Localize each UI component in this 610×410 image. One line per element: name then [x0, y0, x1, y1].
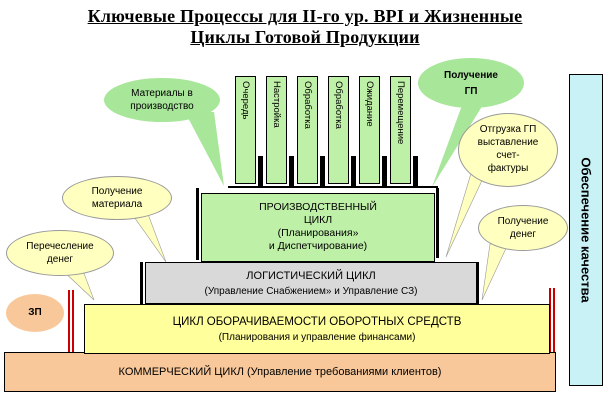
- turnover-cycle-box: ЦИКЛ ОБОРАЧИВАЕМОСТИ ОБОРОТНЫХ СРЕДСТВ (…: [84, 304, 550, 354]
- shipment-line-3: счет-: [496, 150, 520, 161]
- connector-post: [549, 288, 551, 352]
- get-money-callout-tail: [481, 243, 509, 301]
- transfer-money-callout: Перечесление денег: [6, 230, 114, 276]
- connector-post: [553, 288, 555, 352]
- activity-label: Перемещение: [395, 81, 406, 145]
- activity-label: Ожидание: [364, 81, 375, 127]
- title-line-1: Ключевые Процессы для II-го ур. BPI и Жи…: [87, 6, 523, 26]
- activity-label: Очередь: [240, 81, 251, 120]
- transfer-line-1: Перечесление: [26, 241, 94, 252]
- page-title: Ключевые Процессы для II-го ур. BPI и Жи…: [0, 6, 610, 48]
- activity-separator: [258, 156, 263, 186]
- get-fp-line-2: ГП: [464, 86, 478, 97]
- get-fp-line-1: Получение: [444, 70, 498, 81]
- title-line-2: Циклы Готовой Продукции: [190, 27, 420, 47]
- activity-setup-bar: Настройка: [266, 76, 287, 184]
- get-material-callout: Получение материала: [62, 176, 172, 220]
- commercial-cycle-box: КОММЕРЧЕСКИЙ ЦИКЛ (Управление требования…: [4, 352, 556, 392]
- shipment-line-4: фактуры: [487, 163, 529, 174]
- activity-separator: [382, 156, 387, 186]
- materials-callout-tail: [185, 112, 224, 186]
- shipment-callout-tail: [445, 169, 487, 258]
- get-material-callout-tail: [131, 213, 167, 263]
- activity-processing-bar-2: Обработка: [328, 76, 349, 184]
- production-line-2: ЦИКЛ: [303, 214, 333, 226]
- activity-moving-bar: Перемещение: [390, 76, 411, 184]
- get-fp-callout: Получение ГП: [418, 58, 524, 108]
- get-money-line-2: денег: [509, 229, 537, 240]
- activity-baseline: [228, 186, 438, 188]
- production-line-4: и Диспетчирование): [268, 240, 368, 252]
- activity-label: Настройка: [271, 81, 282, 128]
- activity-separator: [413, 156, 418, 186]
- connector-post: [140, 262, 143, 304]
- connector-post: [196, 188, 199, 260]
- production-cycle-box: ПРОИЗВОДСТВЕННЫЙ ЦИКЛ (Планирования» и Д…: [201, 193, 435, 262]
- activity-separator: [289, 156, 294, 186]
- shipment-callout: Отгрузка ГП выставление счет- фактуры: [458, 113, 558, 187]
- get-material-line-2: материала: [91, 199, 143, 210]
- commercial-label: КОММЕРЧЕСКИЙ ЦИКЛ (Управление требования…: [118, 366, 442, 378]
- turnover-title: ЦИКЛ ОБОРАЧИВАЕМОСТИ ОБОРОТНЫХ СРЕДСТВ: [172, 316, 462, 328]
- shipment-line-1: Отгрузка ГП: [479, 124, 537, 135]
- activity-processing-bar: Обработка: [297, 76, 318, 184]
- production-line-3: (Планирования»: [277, 227, 359, 239]
- activity-label: Обработка: [302, 81, 313, 129]
- materials-line-1: Материалы в: [131, 88, 193, 99]
- logistics-cycle-box: ЛОГИСТИЧЕСКИЙ ЦИКЛ (Управление Снабжение…: [145, 262, 477, 304]
- connector-post: [436, 188, 439, 258]
- activity-separator: [320, 156, 325, 186]
- salary-callout: ЗП: [6, 294, 64, 332]
- logistics-title: ЛОГИСТИЧЕСКИЙ ЦИКЛ: [246, 270, 376, 282]
- quality-assurance-bar: Обеспечение качества: [569, 74, 603, 386]
- materials-callout: Материалы в производство: [104, 78, 220, 122]
- quality-label: Обеспечение качества: [578, 157, 594, 303]
- activity-label: Обработка: [333, 81, 344, 129]
- materials-line-2: производство: [130, 101, 194, 112]
- production-line-1: ПРОИЗВОДСТВЕННЫЙ: [259, 201, 377, 213]
- activity-waiting-bar: Ожидание: [359, 76, 380, 184]
- get-money-line-1: Получение: [497, 216, 549, 227]
- shipment-line-2: выставление: [477, 137, 539, 148]
- connector-post: [68, 290, 70, 352]
- transfer-line-2: денег: [46, 254, 74, 265]
- connector-post: [477, 262, 479, 304]
- activity-separator: [351, 156, 356, 186]
- connector-post: [72, 290, 74, 352]
- logistics-subtitle: (Управление Снабжением» и Управление СЗ): [204, 286, 418, 297]
- salary-label: ЗП: [28, 307, 42, 318]
- get-material-line-1: Получение: [91, 186, 143, 197]
- activity-queue-bar: Очередь: [235, 76, 256, 184]
- turnover-subtitle: (Планирования и управление финансами): [218, 332, 416, 343]
- get-money-callout: Получение денег: [478, 205, 568, 251]
